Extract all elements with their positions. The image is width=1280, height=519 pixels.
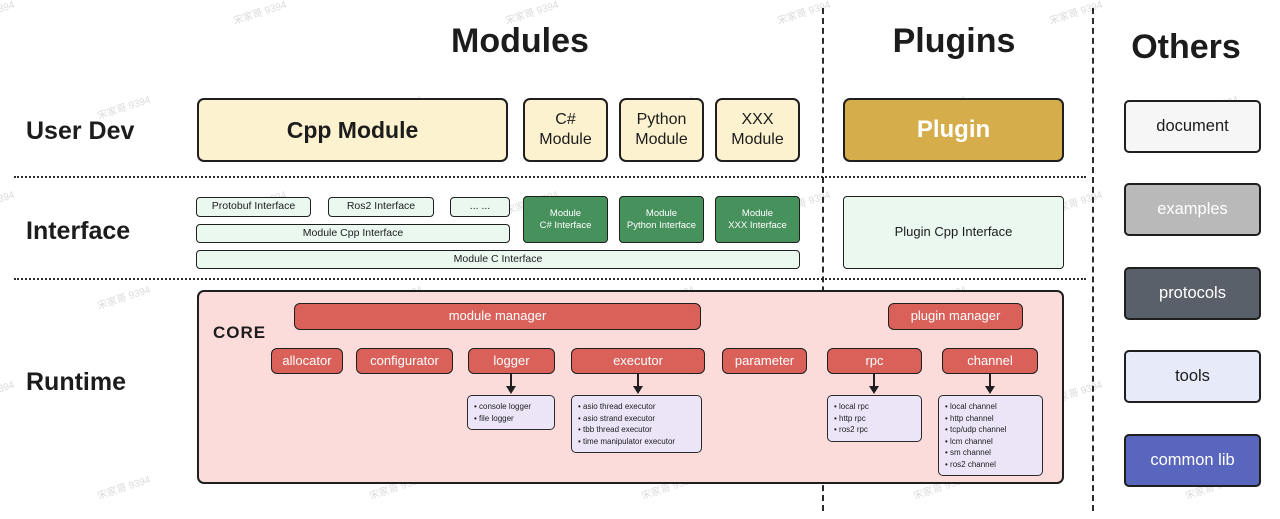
row-label-runtime: Runtime: [26, 368, 126, 396]
configurator-box: configurator: [356, 348, 453, 374]
executor-impl-list: asio thread executorasio strand executor…: [571, 395, 702, 453]
core-label: CORE: [213, 323, 267, 342]
module-manager-box: module manager: [294, 303, 701, 330]
parameter-box: parameter: [722, 348, 807, 374]
allocator-box: allocator: [271, 348, 343, 374]
python-module-box: Python Module: [619, 98, 704, 162]
module-cpp-interface-box: Module Cpp Interface: [196, 224, 510, 243]
module-xxx-interface-box: Module XXX Interface: [715, 196, 800, 243]
module-csharp-interface-box: Module C# Interface: [523, 196, 608, 243]
plugin-cpp-interface-box: Plugin Cpp Interface: [843, 196, 1064, 269]
plugin-manager-box: plugin manager: [888, 303, 1023, 330]
xxx-module-box: XXX Module: [715, 98, 800, 162]
others-item-document: document: [1124, 100, 1261, 153]
channel-arrow-down-icon: [984, 374, 996, 396]
rpc-arrow-down-icon: [868, 374, 880, 396]
ros2-interface-box: Ros2 Interface: [328, 197, 434, 217]
divider-modules-plugins: [822, 8, 824, 511]
logger-box: logger: [468, 348, 555, 374]
others-item-common-lib: common lib: [1124, 434, 1261, 487]
plugin-box: Plugin: [843, 98, 1064, 162]
plugins-section-title: Plugins: [892, 22, 1016, 60]
row-label-interface: Interface: [26, 217, 131, 245]
channel-impl-list: local channelhttp channeltcp/udp channel…: [938, 395, 1043, 476]
others-item-tools: tools: [1124, 350, 1261, 403]
executor-arrow-down-icon: [632, 374, 644, 396]
others-section-title: Others: [1131, 28, 1241, 66]
module-c-interface-box: Module C Interface: [196, 250, 800, 269]
module-python-interface-box: Module Python Interface: [619, 196, 704, 243]
divider-interface-runtime: [14, 278, 1086, 280]
modules-section-title: Modules: [451, 22, 589, 60]
more-interfaces-box: ... ...: [450, 197, 510, 217]
divider-userdev-interface: [14, 176, 1086, 178]
cpp-module-box: Cpp Module: [197, 98, 508, 162]
executor-box: executor: [571, 348, 705, 374]
channel-box: channel: [942, 348, 1038, 374]
rpc-impl-list: local rpchttp rpcros2 rpc: [827, 395, 922, 442]
others-item-protocols: protocols: [1124, 267, 1261, 320]
logger-impl-list: console loggerfile logger: [467, 395, 555, 430]
logger-arrow-down-icon: [505, 374, 517, 396]
rpc-box: rpc: [827, 348, 922, 374]
csharp-module-box: C# Module: [523, 98, 608, 162]
row-label-user-dev: User Dev: [26, 117, 135, 145]
others-item-examples: examples: [1124, 183, 1261, 236]
divider-plugins-others: [1092, 8, 1094, 511]
protobuf-interface-box: Protobuf Interface: [196, 197, 311, 217]
